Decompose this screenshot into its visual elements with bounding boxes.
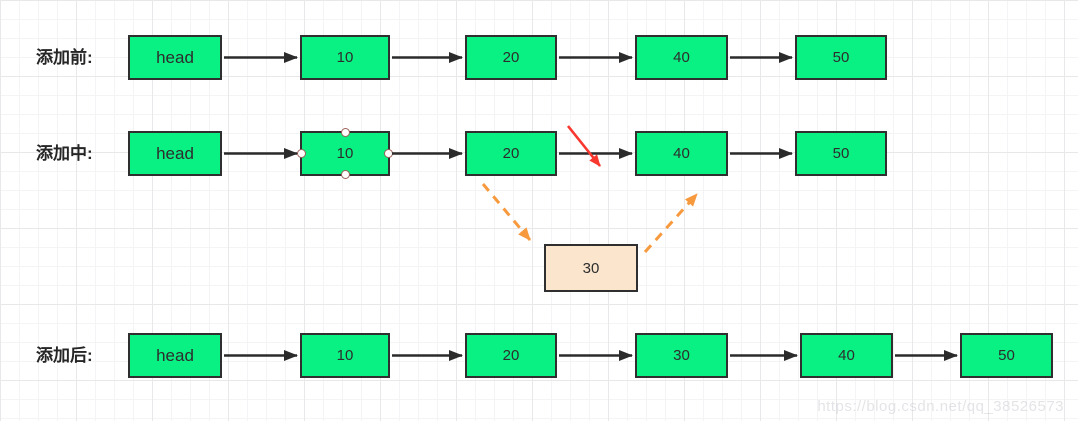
row-label-after: 添加后: [36, 346, 93, 365]
node-30: 30 [544, 244, 638, 292]
node-head: head [128, 35, 222, 80]
node-40: 40 [635, 35, 728, 80]
new-link-30-to-40-arrow [643, 192, 699, 254]
node-50: 50 [960, 333, 1053, 378]
broken-link-arrow [566, 125, 602, 167]
node-10: 10 [300, 35, 390, 80]
node-20: 20 [465, 131, 557, 176]
node-30: 30 [635, 333, 728, 378]
node-head: head [128, 131, 222, 176]
node-50: 50 [795, 131, 887, 176]
watermark: https://blog.csdn.net/qq_38526573 [817, 398, 1064, 415]
bottom-selection-handle [340, 170, 350, 179]
node-10: 10 [297, 128, 393, 179]
node-20: 20 [465, 333, 557, 378]
left-selection-handle [297, 149, 306, 158]
node-40: 40 [635, 131, 728, 176]
new-link-20-to-30-arrow [481, 183, 532, 241]
node-40: 40 [800, 333, 893, 378]
node-10: 10 [300, 333, 390, 378]
top-selection-handle [340, 128, 350, 137]
next-pointer-arrows [224, 52, 958, 361]
node-20: 20 [465, 35, 557, 80]
node-50: 50 [795, 35, 887, 80]
node-head: head [128, 333, 222, 378]
row-label-during: 添加中: [36, 144, 93, 163]
right-selection-handle [384, 149, 393, 158]
row-label-before: 添加前: [36, 48, 93, 67]
